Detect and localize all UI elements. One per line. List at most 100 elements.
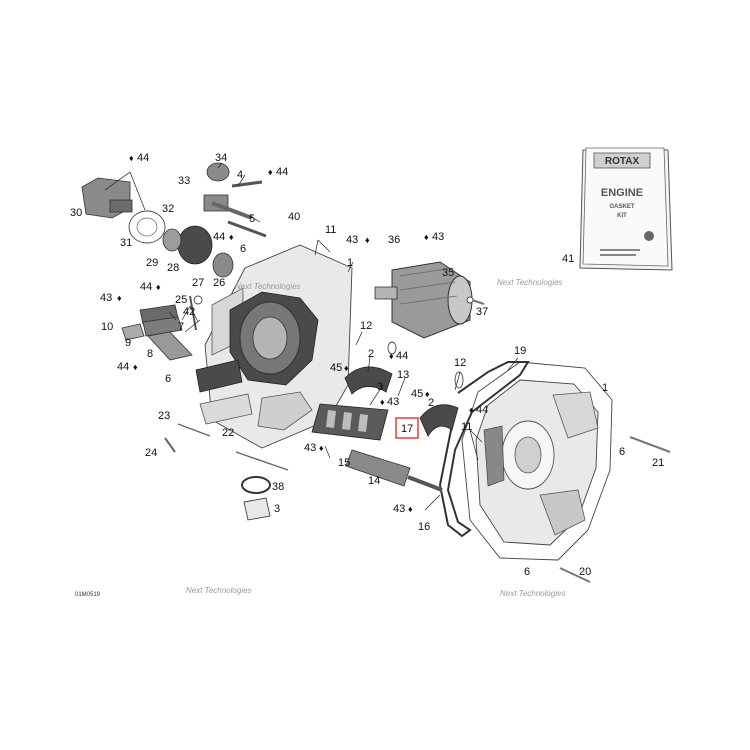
drop-icon: ♦ xyxy=(319,443,324,453)
small-parts-bottom-left xyxy=(164,423,289,521)
gasket-kit-brand: ROTAX xyxy=(605,156,640,167)
callout-12: 12 xyxy=(454,357,466,369)
drop-icon: ♦ xyxy=(129,153,134,163)
seal-parts-left xyxy=(121,295,203,361)
callout-44: 44 xyxy=(117,361,129,373)
drop-icon: ♦ xyxy=(268,167,273,177)
drop-icon: ♦ xyxy=(408,504,413,514)
callout-28: 28 xyxy=(167,262,179,274)
drop-icon: ♦ xyxy=(117,293,122,303)
callout-9: 9 xyxy=(125,337,131,349)
callout-19: 19 xyxy=(514,345,526,357)
drop-icon: ♦ xyxy=(156,282,161,292)
callout-31: 31 xyxy=(120,237,132,249)
crankcase-right-half xyxy=(461,361,613,561)
callout-36: 36 xyxy=(388,234,400,246)
callout-2: 2 xyxy=(428,397,434,409)
drop-icon: ♦ xyxy=(425,389,430,399)
callout-1: 1 xyxy=(602,382,608,394)
watermark: Next Technologies xyxy=(500,589,566,598)
callout-45: 45 xyxy=(330,362,342,374)
callout-43: 43 xyxy=(387,396,399,408)
callout-44: 44 xyxy=(137,152,149,164)
drop-icon: ♦ xyxy=(133,362,138,372)
callout-23: 23 xyxy=(158,410,170,422)
brand-logo-icon xyxy=(644,231,654,241)
callout-25: 25 xyxy=(175,294,187,306)
callout-1: 1 xyxy=(347,257,353,269)
callout-41: 41 xyxy=(562,253,574,265)
callout-6: 6 xyxy=(240,243,246,255)
callout-43: 43 xyxy=(393,503,405,515)
callout-44: 44 xyxy=(396,350,408,362)
callout-3: 3 xyxy=(274,503,280,515)
callout-44: 44 xyxy=(276,166,288,178)
figure-reference: 01M0519 xyxy=(75,592,101,598)
callout-22: 22 xyxy=(222,427,234,439)
callout-15: 15 xyxy=(338,457,350,469)
callout-29: 29 xyxy=(146,257,158,269)
callout-44: 44 xyxy=(213,231,225,243)
drop-icon: ♦ xyxy=(469,405,474,415)
callout-44: 44 xyxy=(476,404,488,416)
gear-assembly xyxy=(81,162,267,278)
callout-35: 35 xyxy=(442,267,454,279)
callout-43: 43 xyxy=(304,442,316,454)
gasket-kit-line1: ENGINE xyxy=(601,187,643,199)
callout-44: 44 xyxy=(140,281,152,293)
callout-42: 42 xyxy=(183,306,195,318)
gasket-kit-line2: GASKET xyxy=(609,204,634,210)
callout-14: 14 xyxy=(368,475,380,487)
drop-icon: ♦ xyxy=(365,235,370,245)
crankcase-gasket xyxy=(438,361,530,538)
callout-24: 24 xyxy=(145,447,157,459)
callout-3: 3 xyxy=(377,381,383,393)
callout-43: 43 xyxy=(100,292,112,304)
callout-11: 11 xyxy=(461,421,472,433)
drop-icon: ♦ xyxy=(424,232,429,242)
crankcase-left-half xyxy=(195,244,353,449)
callout-6: 6 xyxy=(165,373,171,385)
callout-26: 26 xyxy=(213,277,225,289)
gasket-kit-booklet: ROTAX ENGINE GASKET KIT xyxy=(579,147,673,271)
callout-17: 17 xyxy=(401,423,413,435)
gasket-kit-line3: KIT xyxy=(617,213,627,219)
watermark: Next Technologies xyxy=(186,586,252,595)
callout-38: 38 xyxy=(272,481,284,493)
callout-40: 40 xyxy=(288,211,300,223)
callout-33: 33 xyxy=(178,175,190,187)
callout-5: 5 xyxy=(249,213,255,225)
callout-2: 2 xyxy=(368,348,374,360)
callout-43: 43 xyxy=(432,231,444,243)
callout-10: 10 xyxy=(101,321,113,333)
callout-labels: 44 34 44 4 33 30 32 5 40 11 43 36 43 31 … xyxy=(70,152,664,578)
callout-13: 13 xyxy=(397,369,409,381)
callout-6: 6 xyxy=(619,446,625,458)
callout-12: 12 xyxy=(360,320,372,332)
callout-21: 21 xyxy=(652,457,664,469)
callout-45: 45 xyxy=(411,388,423,400)
leader-lines xyxy=(104,162,519,511)
callout-32: 32 xyxy=(162,203,174,215)
bolts-right xyxy=(466,296,671,583)
callout-4: 4 xyxy=(237,169,243,181)
watermarks: Next Technologies Next Technologies Next… xyxy=(186,278,566,598)
callout-6: 6 xyxy=(524,566,530,578)
callout-37: 37 xyxy=(476,306,488,318)
drop-icon: ♦ xyxy=(380,397,385,407)
callout-34: 34 xyxy=(215,152,227,164)
callout-30: 30 xyxy=(70,207,82,219)
watermark: Next Technologies xyxy=(497,278,563,287)
highlight-box-17 xyxy=(395,417,419,439)
callout-7: 7 xyxy=(178,321,184,333)
electric-starter xyxy=(374,261,473,339)
callout-8: 8 xyxy=(147,348,153,360)
callout-11: 11 xyxy=(325,224,336,236)
drop-icon: ♦ xyxy=(344,363,349,373)
watermark: Next Technologies xyxy=(235,282,301,291)
drop-icon: ♦ xyxy=(389,351,394,361)
callout-20: 20 xyxy=(579,566,591,578)
callout-43: 43 xyxy=(346,234,358,246)
drop-symbols: ♦ ♦ ♦ ♦ ♦ ♦ ♦ ♦ ♦ ♦ ♦ ♦ ♦ ♦ ♦ xyxy=(117,153,474,514)
